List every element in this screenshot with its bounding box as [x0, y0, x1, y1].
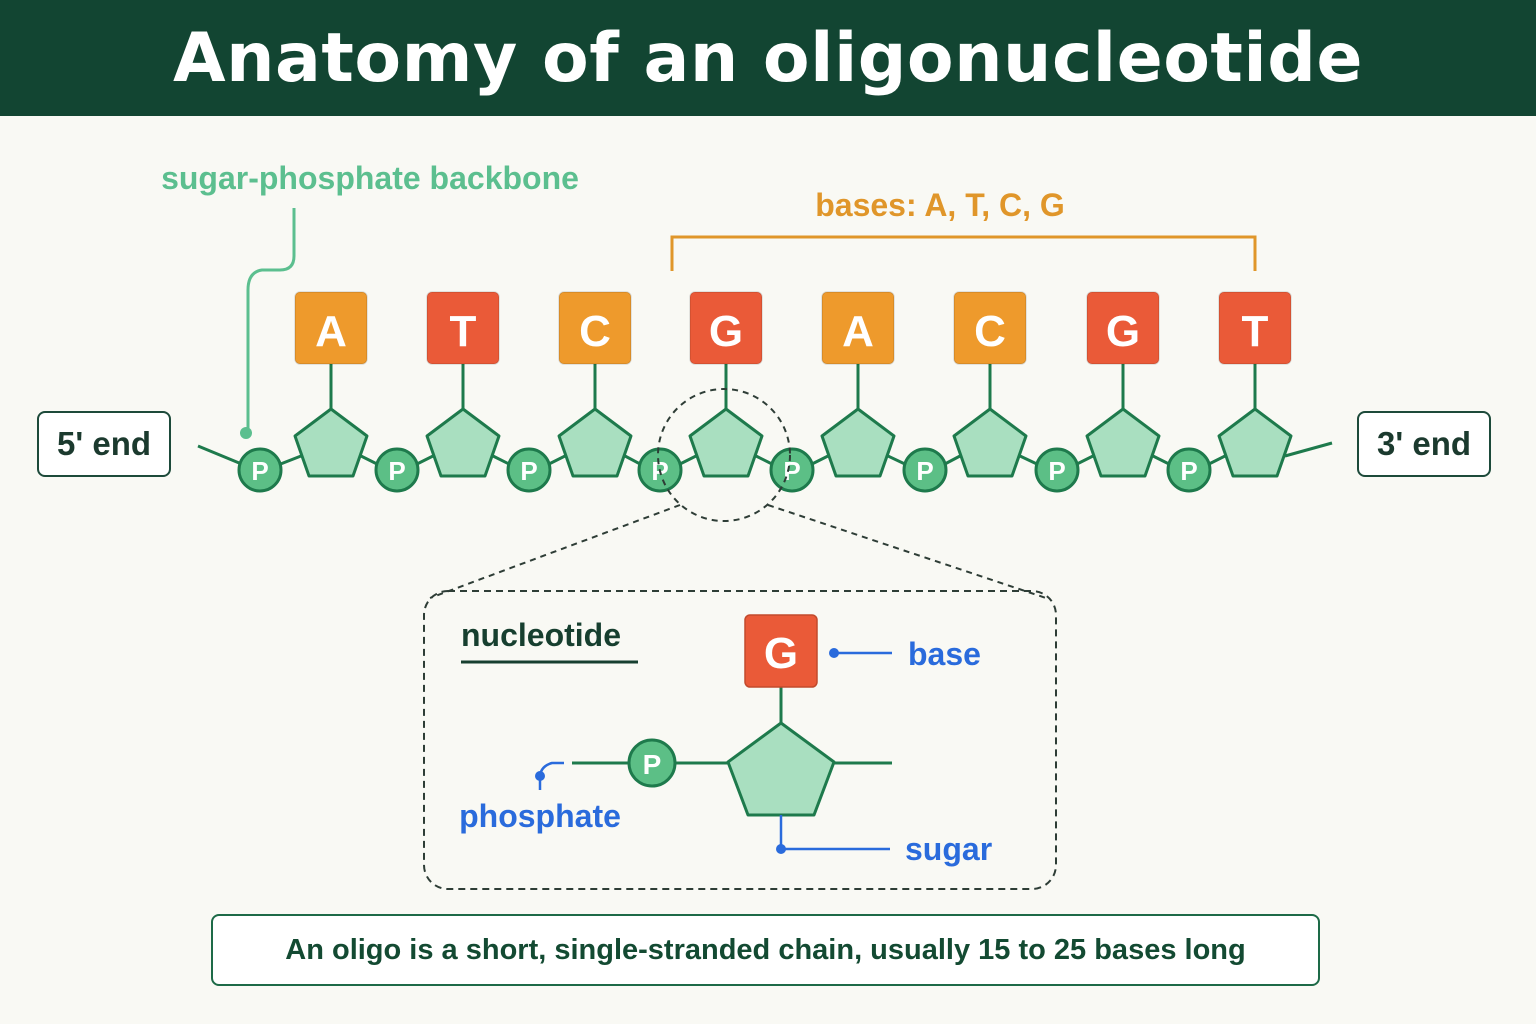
- five-prime-label: 5' end: [56, 425, 152, 462]
- nucleotide-unit: A: [820, 291, 896, 478]
- phosphate-circle: [237, 447, 283, 493]
- inset-phosphate-symbol: P: [643, 749, 662, 780]
- phosphate-group: P: [1166, 447, 1212, 493]
- nucleotide-unit: T: [425, 291, 501, 478]
- title-banner: Anatomy of an oligonucleotide: [0, 0, 1536, 116]
- sugar-pentagon: [1085, 407, 1161, 478]
- base-box: [1218, 291, 1292, 365]
- base-letter: A: [315, 307, 347, 356]
- phosphate-circle: [506, 447, 552, 493]
- sugar-pentagon: [1217, 407, 1293, 478]
- phosphate-group: P: [1034, 447, 1080, 493]
- nucleotide-unit: C: [952, 291, 1028, 478]
- base-annotation: base: [908, 636, 981, 672]
- inset-heading: nucleotide: [461, 617, 621, 653]
- backbone-pointer: [246, 208, 296, 432]
- phosphate-symbol: P: [783, 456, 800, 486]
- inset-base-letter: G: [764, 629, 798, 678]
- inset-base-box: [744, 614, 818, 688]
- nucleotide-unit: G: [1085, 291, 1161, 478]
- base-letter: T: [1242, 307, 1269, 356]
- bases-label: bases: A, T, C, G: [815, 187, 1065, 223]
- sugar-pentagon: [293, 407, 369, 478]
- base-box: [294, 291, 368, 365]
- footer-note-box: An oligo is a short, single-stranded cha…: [211, 914, 1320, 986]
- three-prime-label: 3' end: [1376, 425, 1472, 462]
- phosphate-circle: [769, 447, 815, 493]
- phosphate-group: P: [769, 447, 815, 493]
- nucleotide-unit: T: [1217, 291, 1293, 478]
- inset-sugar-pentagon: [726, 721, 836, 817]
- base-box: [689, 291, 763, 365]
- sugar-pentagon: [425, 407, 501, 478]
- nucleotide-inset-box: [423, 590, 1057, 890]
- sugar-pentagon: [688, 407, 764, 478]
- bases-bracket: [670, 235, 1257, 271]
- base-box: [953, 291, 1027, 365]
- phosphate-symbol: P: [520, 456, 537, 486]
- sugar-pentagon: [557, 407, 633, 478]
- backbone-pointer-dot: [240, 427, 252, 439]
- phosphate-circle: [374, 447, 420, 493]
- phosphate-circle: [1034, 447, 1080, 493]
- phosphate-group: P: [637, 447, 683, 493]
- base-letter: T: [450, 307, 477, 356]
- inset-phosphate-circle: [627, 738, 677, 788]
- base-box: [821, 291, 895, 365]
- phosphate-symbol: P: [1048, 456, 1065, 486]
- phosphate-symbol: P: [388, 456, 405, 486]
- page-title: Anatomy of an oligonucleotide: [172, 18, 1364, 98]
- phosphate-group: P: [506, 447, 552, 493]
- nucleotide-unit: C: [557, 291, 633, 478]
- base-letter: C: [579, 307, 611, 356]
- base-letter: G: [709, 307, 743, 356]
- phosphate-symbol: P: [916, 456, 933, 486]
- three-prime-end-box: 3' end: [1357, 411, 1491, 477]
- phosphate-symbol: P: [251, 456, 268, 486]
- base-box: [426, 291, 500, 365]
- base-box: [1086, 291, 1160, 365]
- five-prime-end-box: 5' end: [37, 411, 171, 477]
- strand: A T C G A C G T P P P P P P P P: [197, 291, 1333, 493]
- sugar-pentagon: [820, 407, 896, 478]
- zoom-connector-right: [767, 504, 1047, 599]
- phosphate-group: P: [902, 447, 948, 493]
- phosphate-symbol: P: [1180, 456, 1197, 486]
- zoom-connector-left: [429, 504, 681, 599]
- phosphate-pointer-dot: [535, 771, 545, 781]
- phosphate-circle: [1166, 447, 1212, 493]
- sugar-pentagon: [952, 407, 1028, 478]
- phosphate-annotation: phosphate: [459, 798, 621, 834]
- phosphate-group: P: [374, 447, 420, 493]
- base-letter: A: [842, 307, 874, 356]
- nucleotide-unit: A: [293, 291, 369, 478]
- sugar-annotation: sugar: [905, 831, 992, 867]
- phosphate-circle: [902, 447, 948, 493]
- nucleotide-unit: G: [688, 291, 764, 478]
- backbone-label: sugar-phosphate backbone: [161, 160, 579, 196]
- footer-note: An oligo is a short, single-stranded cha…: [285, 933, 1246, 966]
- base-letter: G: [1106, 307, 1140, 356]
- phosphate-group: P: [237, 447, 283, 493]
- magnify-circle: [657, 388, 791, 522]
- base-box: [558, 291, 632, 365]
- backbone-bonds: [197, 441, 1333, 467]
- base-letter: C: [974, 307, 1006, 356]
